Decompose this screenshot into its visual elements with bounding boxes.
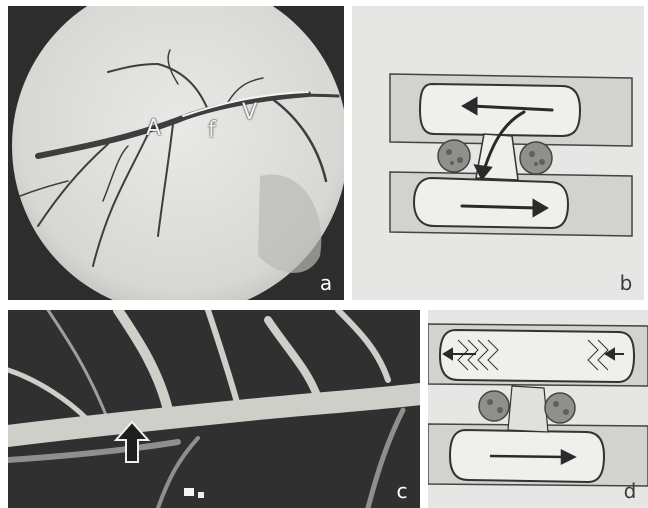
magnified-angiogram-image <box>8 310 420 508</box>
panel-d: d <box>428 310 648 508</box>
panel-label-a: a <box>314 272 338 296</box>
label-artery: A <box>146 116 161 141</box>
panel-a: A f V a <box>8 6 344 300</box>
fistula-diagram <box>352 6 644 300</box>
panel-b: b <box>352 6 644 300</box>
label-fistula: f <box>208 118 216 143</box>
panel-label-d: d <box>618 480 642 504</box>
panel-c: c <box>8 310 420 508</box>
label-vein: V <box>242 100 257 125</box>
stent-diagram <box>428 310 648 508</box>
panel-label-b: b <box>614 272 638 296</box>
angiogram-image <box>8 6 344 300</box>
panel-label-c: c <box>390 480 414 504</box>
